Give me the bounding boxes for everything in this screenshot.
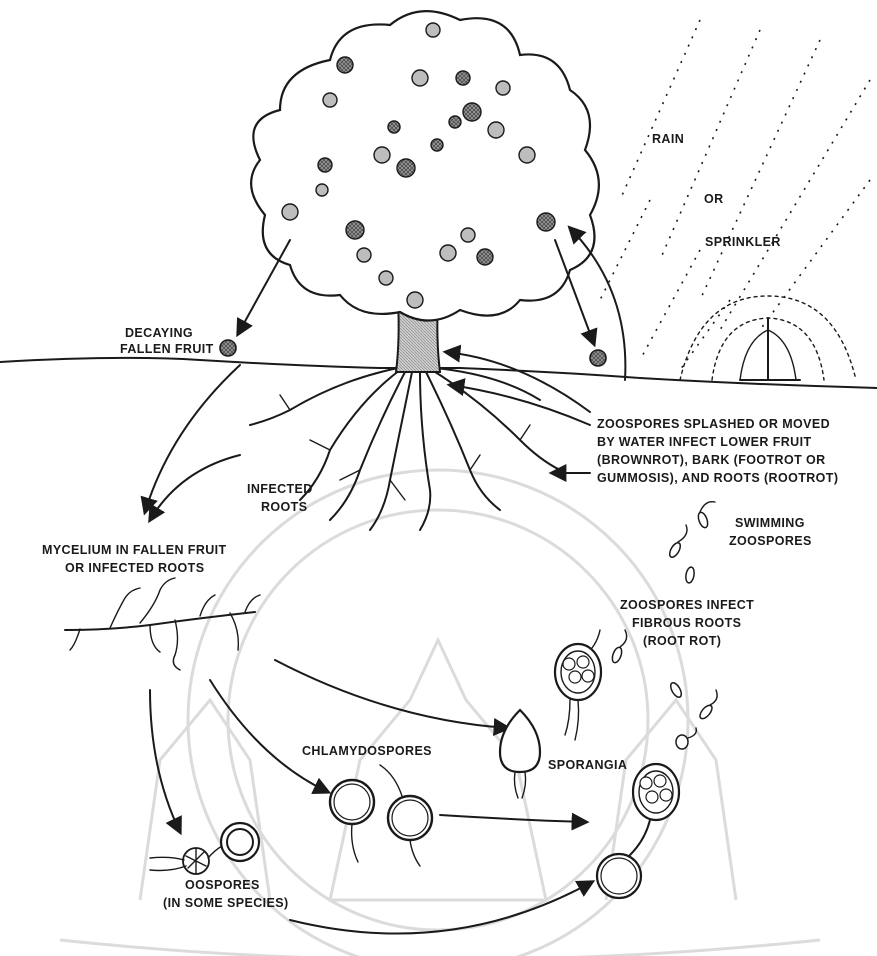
label-infected-roots-1: INFECTED — [247, 482, 313, 496]
label-sporangia: SPORANGIA — [548, 758, 627, 772]
rain-streaks — [600, 20, 870, 370]
label-swimming-zoospores-1: SWIMMING — [735, 516, 805, 530]
sporangium-upper — [555, 630, 601, 740]
label-zoospores-infect-3: (ROOT ROT) — [643, 634, 721, 648]
label-swimming-zoospores-2: ZOOSPORES — [729, 534, 812, 548]
label-zoospores-splashed-4: GUMMOSIS), AND ROOTS (ROOTROT) — [597, 471, 838, 485]
chlamydospore-germinating — [597, 854, 641, 898]
label-decaying-fallen-fruit-2: FALLEN FRUIT — [120, 342, 214, 356]
mycelium — [65, 578, 260, 670]
label-sprinkler: SPRINKLER — [705, 235, 781, 249]
label-zoospores-splashed-3: (BROWNROT), BARK (FOOTROT OR — [597, 453, 826, 467]
label-mycelium-2: OR INFECTED ROOTS — [65, 561, 204, 575]
tree-canopy — [251, 11, 599, 320]
oospores — [150, 823, 259, 874]
sprinkler-icon — [680, 296, 856, 380]
label-zoospores-splashed-1: ZOOSPORES SPLASHED OR MOVED — [597, 417, 830, 431]
label-zoospores-infect-1: ZOOSPORES INFECT — [620, 598, 754, 612]
label-decaying-fallen-fruit-1: DECAYING — [125, 326, 193, 340]
label-rain: RAIN — [652, 132, 684, 146]
label-mycelium-1: MYCELIUM IN FALLEN FRUIT — [42, 543, 227, 557]
label-oospores-2: (IN SOME SPECIES) — [163, 896, 289, 910]
label-zoospores-splashed-2: BY WATER INFECT LOWER FRUIT — [597, 435, 812, 449]
label-chlamydospores: CHLAMYDOSPORES — [302, 744, 432, 758]
label-oospores-1: OOSPORES — [185, 878, 260, 892]
chlamydospores — [330, 765, 432, 866]
label-or: OR — [704, 192, 724, 206]
sporangium-lower — [630, 764, 679, 855]
label-infected-roots-2: ROOTS — [261, 500, 307, 514]
label-zoospores-infect-2: FIBROUS ROOTS — [632, 616, 741, 630]
